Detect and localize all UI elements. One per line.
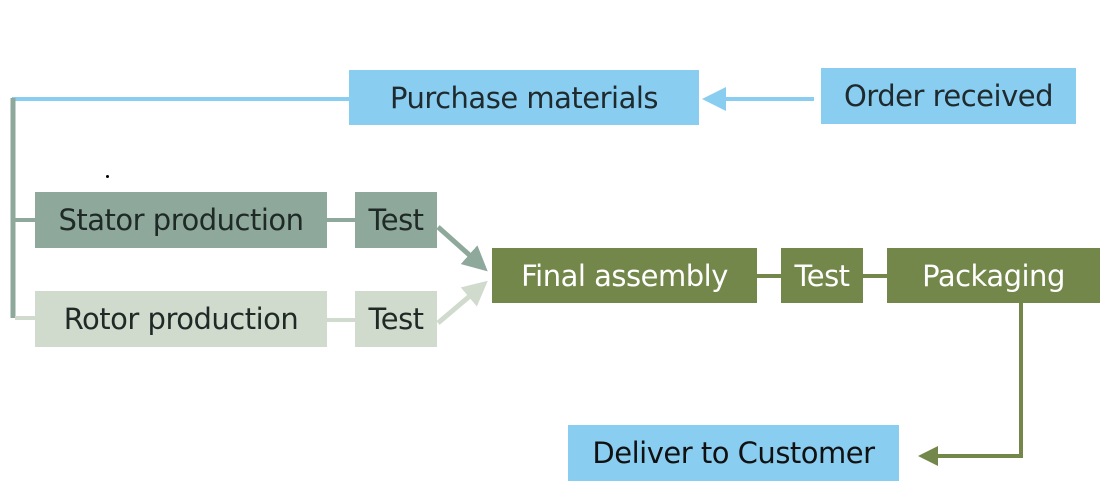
node-rotor-production[interactable]: Rotor production (35, 291, 327, 347)
node-label: Packaging (922, 258, 1065, 293)
node-rotor-test[interactable]: Test (355, 291, 437, 347)
node-label: Rotor production (63, 302, 299, 336)
node-label: Test (794, 258, 850, 293)
node-assembly-test[interactable]: Test (781, 248, 863, 303)
node-deliver-to-customer[interactable]: Deliver to Customer (568, 425, 899, 481)
node-label: Deliver to Customer (592, 436, 875, 470)
node-packaging[interactable]: Packaging (887, 248, 1100, 303)
edge-rotor-test-to-assembly (436, 280, 488, 325)
node-final-assembly[interactable]: Final assembly (492, 248, 757, 303)
stray-dot (106, 175, 109, 178)
edge-stator-test-to-assembly (436, 225, 488, 272)
node-stator-production[interactable]: Stator production (35, 192, 327, 248)
node-stator-test[interactable]: Test (355, 192, 437, 248)
node-label: Order received (843, 79, 1054, 113)
node-label: Final assembly (521, 258, 728, 293)
node-purchase-materials[interactable]: Purchase materials (349, 70, 699, 125)
node-label: Stator production (58, 203, 304, 237)
node-order-received[interactable]: Order received (821, 68, 1076, 124)
node-label: Test (368, 203, 424, 237)
node-label: Test (368, 302, 424, 336)
edge-packaging-to-deliver (918, 302, 1023, 466)
node-label: Purchase materials (389, 80, 659, 115)
